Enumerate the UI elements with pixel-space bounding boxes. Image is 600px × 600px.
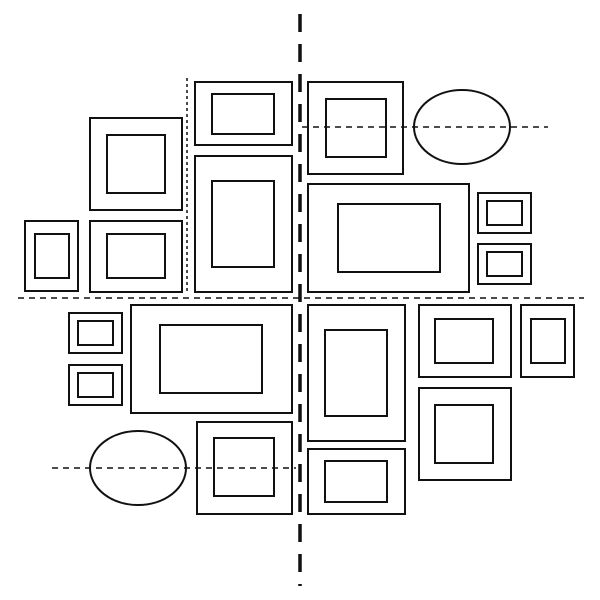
frame-lower-right-landscape [418, 304, 512, 378]
frame-right-small-upper [477, 192, 532, 234]
frame-lower-right-square [418, 387, 512, 481]
frame-bottom-center-right [307, 448, 406, 515]
frame-left-small-portrait [24, 220, 79, 292]
frame-large-landscape-lower [130, 304, 293, 414]
frame-tall-center-left [194, 155, 293, 293]
oval-mirror-bottom-left [89, 430, 187, 506]
frame-large-landscape-upper [307, 183, 470, 293]
frame-top-center-left [194, 81, 293, 146]
frame-far-right-portrait [520, 304, 575, 378]
frame-top-center-right [307, 81, 404, 175]
frame-lower-left-small-lower [68, 364, 123, 406]
frame-left-landscape [89, 220, 183, 293]
frame-lower-left-small-upper [68, 312, 123, 354]
frame-tall-center-right [307, 304, 406, 442]
frame-top-left-square [89, 117, 183, 211]
frame-right-small-lower [477, 243, 532, 285]
